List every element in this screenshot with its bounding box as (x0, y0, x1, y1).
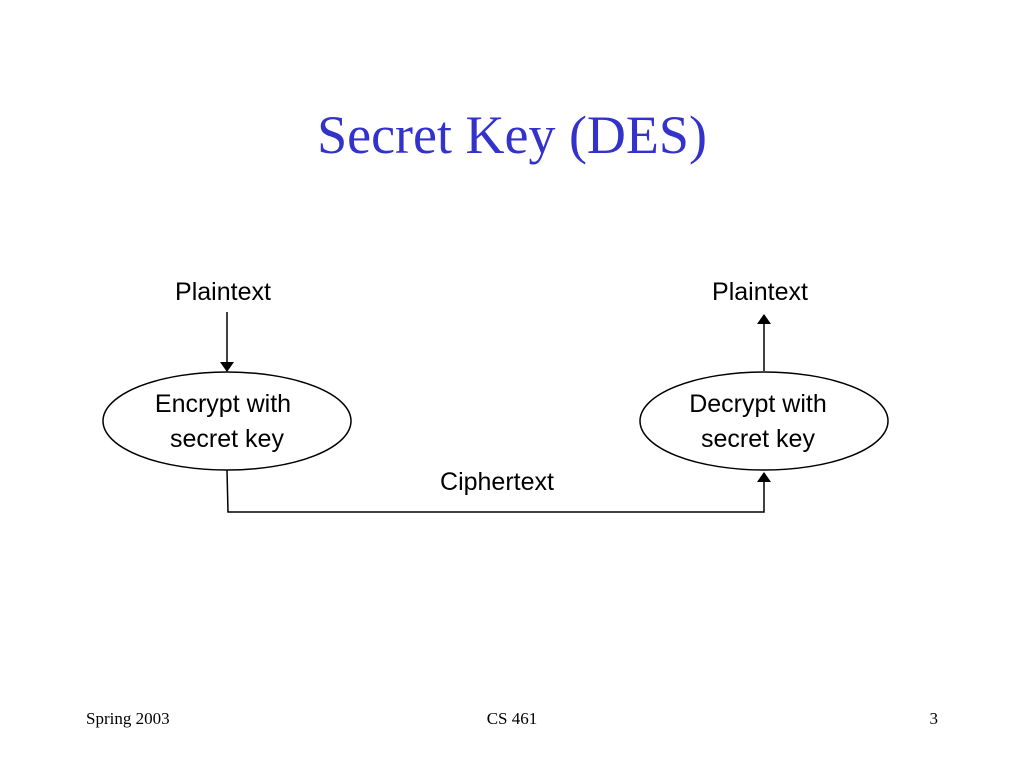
encrypt-label-line2: secret key (170, 425, 284, 453)
footer-page-number: 3 (929, 709, 939, 728)
footer-date: Spring 2003 (86, 709, 170, 728)
plaintext-input-label: Plaintext (175, 278, 271, 306)
slide-title: Secret Key (DES) (317, 105, 707, 165)
encrypt-label-line1: Encrypt with (155, 390, 291, 418)
ciphertext-connector (226, 469, 771, 513)
decrypt-label-line2: secret key (701, 425, 815, 453)
plaintext-output-label: Plaintext (712, 278, 808, 306)
decrypt-node (639, 371, 889, 471)
footer-course: CS 461 (486, 709, 538, 728)
decrypt-label-line1: Decrypt with (689, 390, 827, 418)
ciphertext-label: Ciphertext (440, 468, 554, 496)
encrypt-node (102, 371, 352, 471)
